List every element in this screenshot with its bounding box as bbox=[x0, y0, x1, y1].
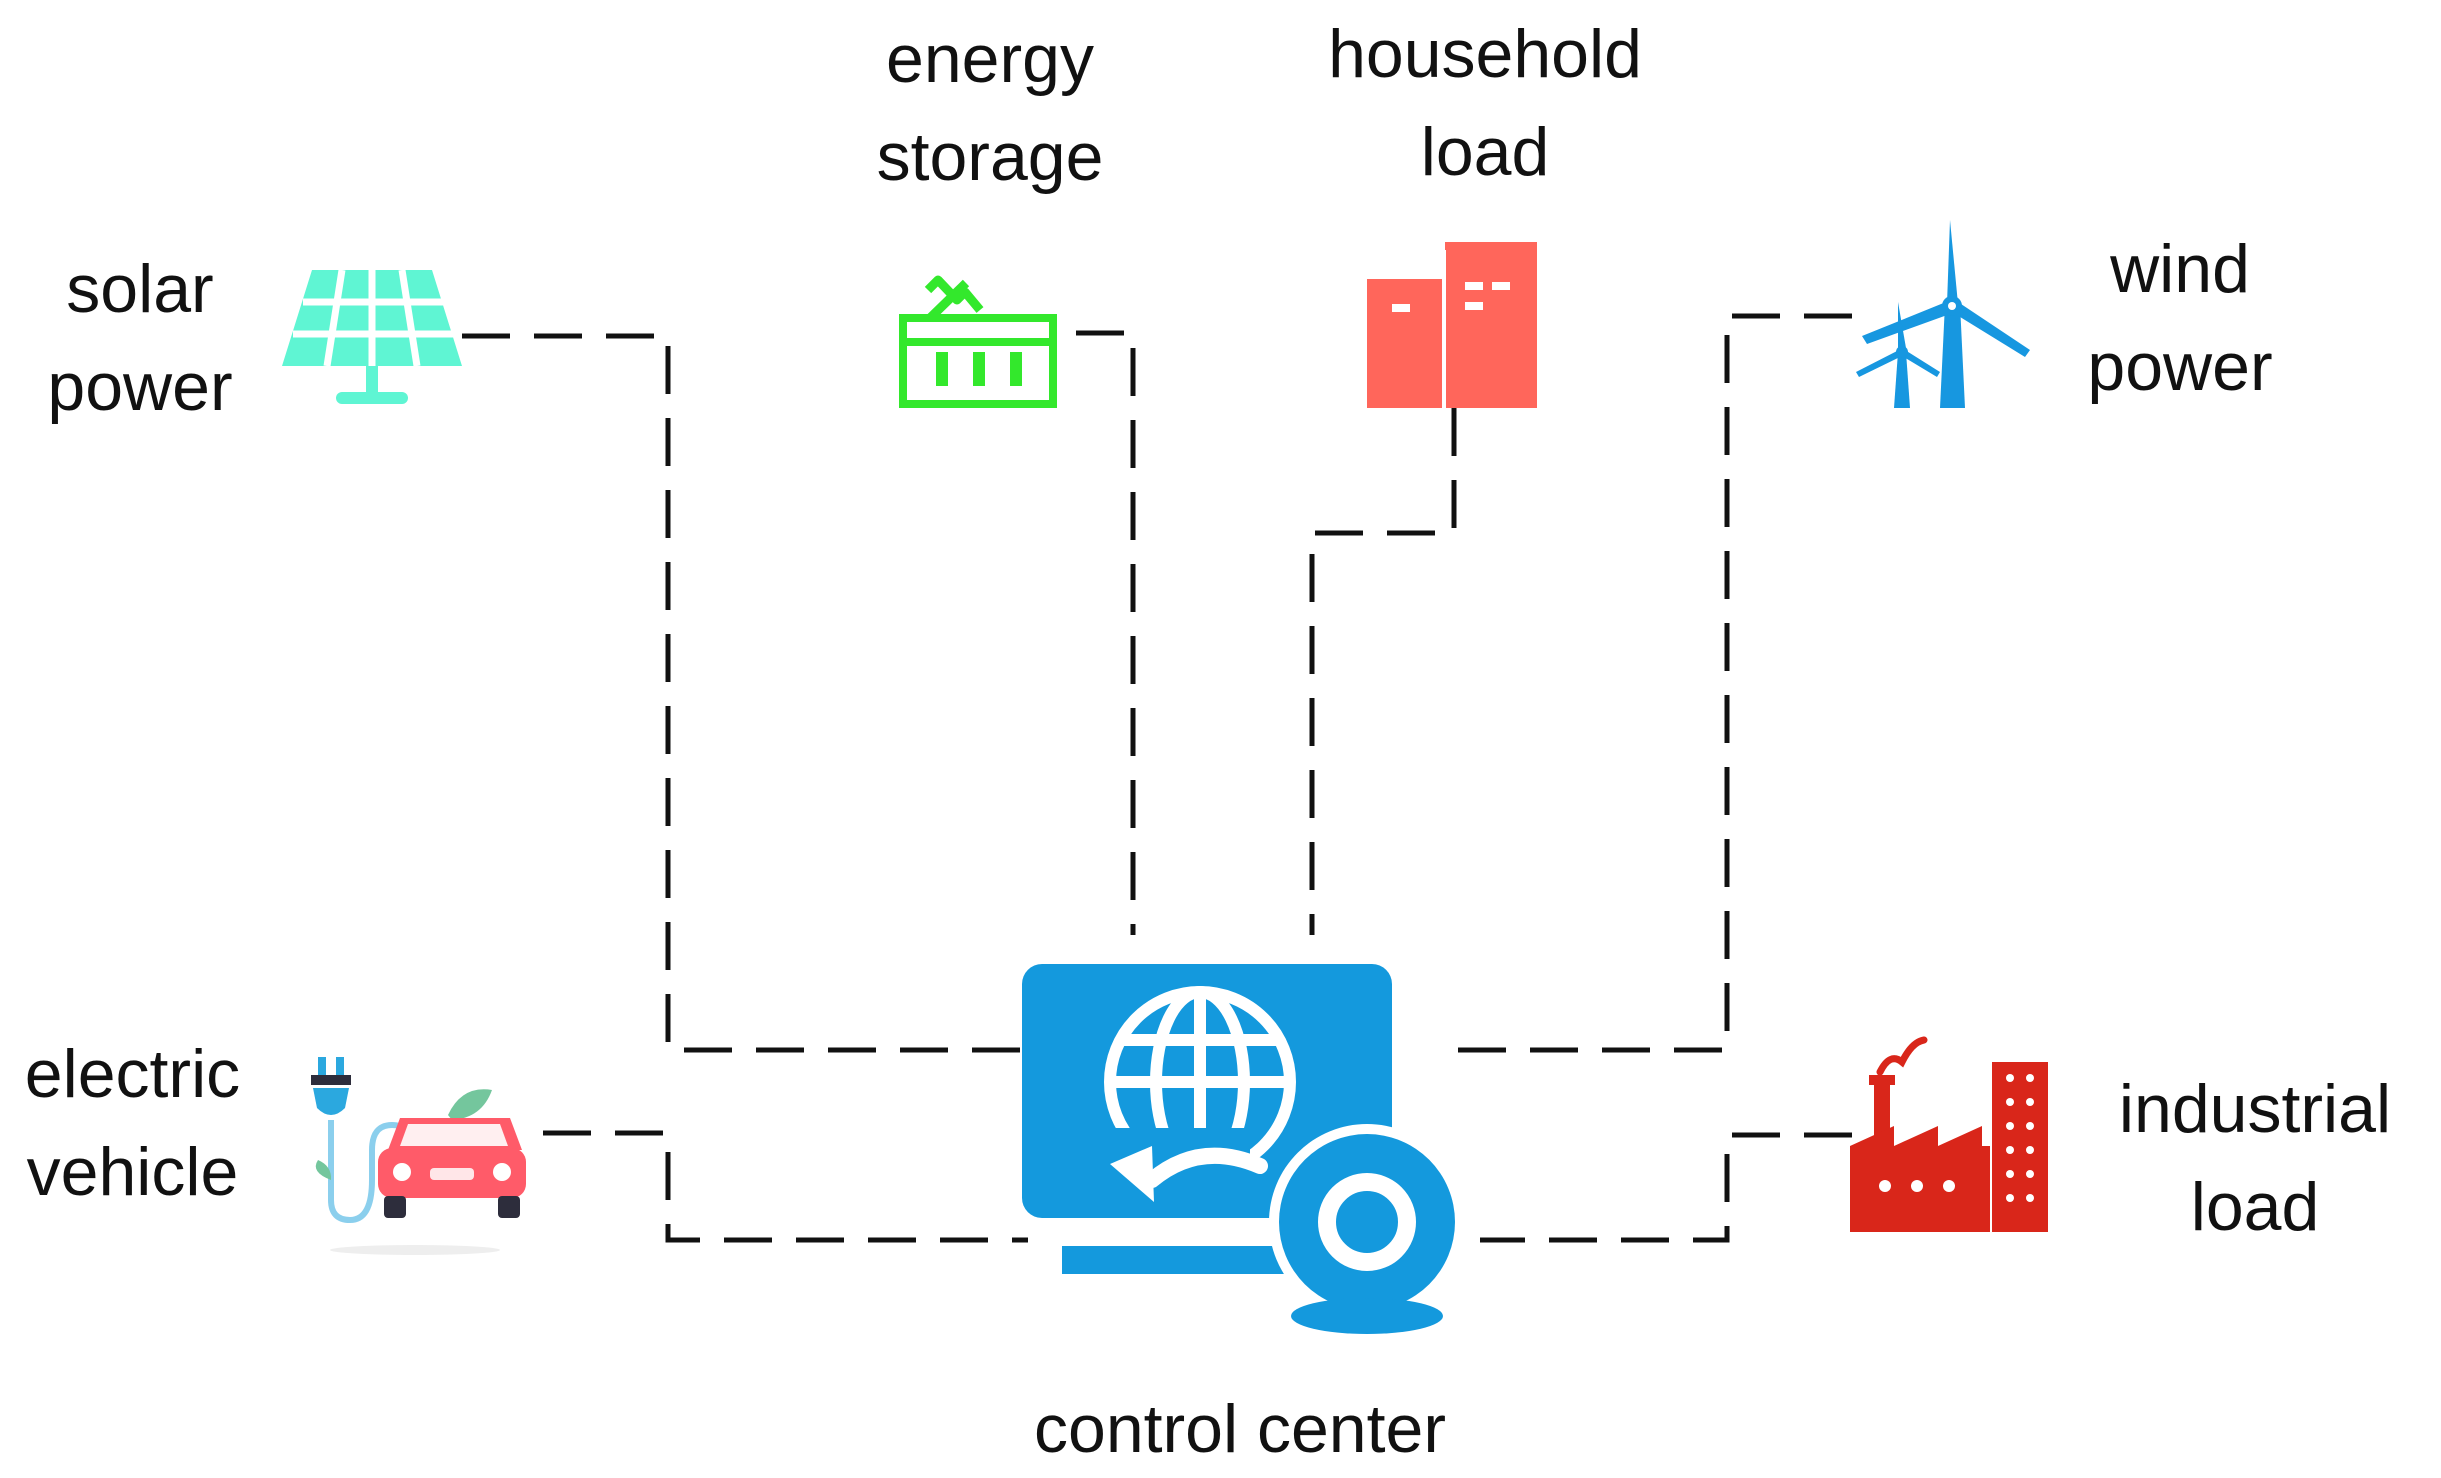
label-solar-line1: solar bbox=[66, 251, 214, 327]
solar-panel-icon bbox=[282, 269, 462, 404]
label-industrial-load: industrial load bbox=[2090, 1060, 2420, 1256]
label-industrial-line1: industrial bbox=[2118, 1071, 2392, 1147]
label-household-line1: household bbox=[1328, 16, 1642, 92]
link-energy-storage bbox=[1076, 330, 1136, 935]
label-household-load: household load bbox=[1295, 5, 1675, 201]
electric-vehicle-icon bbox=[311, 1057, 526, 1255]
control-center-monitor-icon bbox=[1022, 964, 1465, 1334]
label-solar-power: solar power bbox=[20, 240, 260, 436]
link-household-load bbox=[1309, 408, 1457, 935]
label-solar-line2: power bbox=[47, 349, 233, 425]
refresh-arrow-icon bbox=[1100, 1128, 1268, 1208]
label-electric-vehicle: electric vehicle bbox=[0, 1025, 265, 1221]
label-control-center: control center bbox=[960, 1380, 1520, 1478]
label-storage-line2: storage bbox=[876, 119, 1104, 195]
connection-lines bbox=[462, 313, 1852, 1243]
label-ev-line2: vehicle bbox=[26, 1134, 239, 1210]
label-wind-line2: power bbox=[2087, 329, 2273, 405]
label-energy-storage: energy storage bbox=[835, 10, 1145, 206]
label-wind-line1: wind bbox=[2110, 231, 2250, 307]
link-wind-power bbox=[1455, 313, 1852, 1053]
label-storage-line1: energy bbox=[886, 21, 1094, 97]
wind-turbine-icon bbox=[1856, 220, 2030, 408]
link-electric-vehicle bbox=[543, 1130, 1028, 1243]
label-ev-line1: electric bbox=[24, 1036, 241, 1112]
household-building-icon bbox=[1367, 242, 1537, 408]
factory-icon bbox=[1850, 1036, 2048, 1232]
energy-storage-icon bbox=[899, 275, 1057, 408]
label-wind-power: wind power bbox=[2050, 220, 2310, 416]
label-control-text: control center bbox=[1034, 1391, 1446, 1467]
label-industrial-line2: load bbox=[2190, 1169, 2320, 1245]
link-industrial-load bbox=[1480, 1132, 1852, 1243]
label-household-line2: load bbox=[1420, 114, 1550, 190]
link-solar-power bbox=[462, 333, 1030, 1053]
